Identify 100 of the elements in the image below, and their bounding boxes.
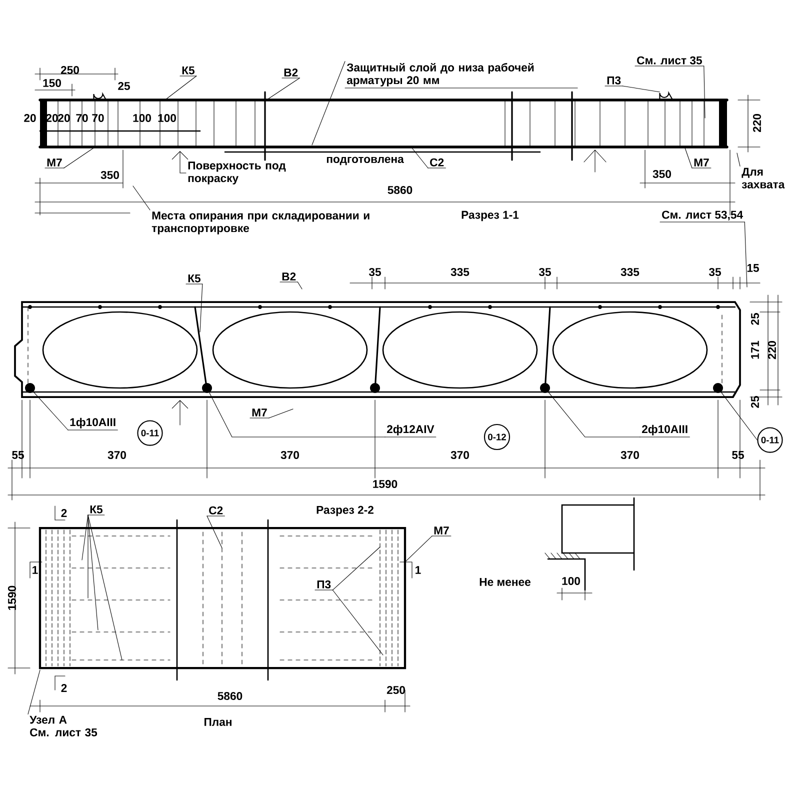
callout-label: К5 — [186, 274, 203, 284]
leader-line — [404, 536, 432, 562]
dimension-text: 1 — [416, 566, 421, 574]
dimension-text: 250 — [60, 66, 79, 74]
leader-line — [33, 392, 68, 430]
note-text: Поверхность под покраску — [188, 162, 286, 184]
callout-label: К5 — [88, 506, 105, 516]
rebar-dot — [202, 383, 212, 393]
callout-label: М7 — [432, 526, 452, 536]
dimension-text: 35 — [368, 268, 381, 276]
callout-label: В2 — [280, 272, 298, 282]
callout-label: М7 — [692, 158, 712, 168]
dimension-text: 35 — [538, 268, 551, 276]
leader-line — [88, 514, 98, 630]
leader-line — [684, 148, 692, 168]
dimension-text: 370 — [620, 451, 639, 460]
leader-line — [412, 148, 428, 168]
note-text: Узел А См. лист 35 — [30, 716, 98, 736]
dimension-text: 20 — [46, 114, 58, 122]
dimension-text: 100 — [133, 114, 151, 122]
dimension-text: 171 — [751, 340, 759, 359]
leader-line — [264, 78, 300, 102]
leader-line — [548, 392, 640, 438]
dimension-text: 55 — [12, 451, 24, 459]
dimension-text: 150 — [43, 79, 61, 87]
leader-line — [206, 516, 222, 548]
callout-label: М7 — [44, 158, 64, 168]
leader-line — [88, 514, 122, 660]
dimension-text: 70 — [76, 114, 88, 122]
dimension-text: 35 — [708, 268, 721, 276]
dimension-text: 5860 — [218, 692, 242, 700]
lifting-loop — [93, 93, 107, 101]
callout-label: П3 — [314, 580, 333, 590]
callout-label: 1ф10АIII — [68, 418, 118, 430]
leader-line — [28, 670, 40, 714]
rebar-dot — [370, 383, 380, 393]
leader-line — [164, 76, 197, 100]
dimension-text: 350 — [100, 171, 119, 180]
dimension-text: 220 — [753, 114, 762, 132]
dimension-text: 25 — [751, 396, 760, 408]
leader-line — [297, 282, 302, 290]
dimension-text: 220 — [768, 341, 776, 360]
note-text: Места опирания при складировании и транспортировке — [152, 212, 370, 234]
dimension-text: 335 — [450, 268, 470, 276]
leader-line — [64, 146, 96, 168]
dimension-text: 2 — [61, 509, 67, 517]
dimension-text: 15 — [747, 264, 759, 272]
dimension-text: подготовлена — [326, 156, 404, 166]
dimension-text: Разрез 2-2 — [316, 506, 374, 516]
dimension-text: Разрез 1-1 — [462, 210, 519, 222]
note-text: Для захвата — [742, 168, 785, 188]
callout-label: М7 — [250, 408, 270, 418]
dimension-text: 100 — [562, 577, 580, 586]
leader-line — [332, 590, 384, 656]
callout-label: Защитный слой до низа рабочей арматуры 20 мм — [344, 62, 578, 88]
dimension-text: 350 — [652, 170, 671, 178]
dimension-text: 20 — [24, 114, 36, 122]
callout-label: В2 — [282, 68, 300, 78]
rebar-dot — [713, 383, 723, 393]
dimension-text: 70 — [92, 114, 104, 122]
rebar-dot — [25, 383, 35, 393]
leader-line — [132, 186, 150, 210]
dimension-text: Не менее — [480, 578, 530, 586]
rebar-dot — [540, 383, 550, 393]
leader-line — [268, 408, 294, 418]
leader-line — [704, 66, 706, 118]
leader-line — [744, 222, 748, 288]
dimension-text: 25 — [751, 313, 760, 325]
callout-label: С2 — [428, 158, 446, 168]
callout-label: 2ф10АIII — [640, 424, 690, 438]
callout-label: См. лист 35 — [634, 56, 704, 66]
dimension-text: 55 — [732, 451, 744, 459]
dimension-text: 1 — [32, 566, 38, 574]
dimension-text: 250 — [386, 686, 405, 694]
lifting-loop — [659, 92, 673, 100]
dimension-text: 20 — [58, 114, 70, 122]
dimension-text: План — [204, 718, 232, 726]
leader-line — [172, 151, 188, 174]
callout-label: П3 — [604, 76, 623, 86]
callout-label: 2ф12АIV — [384, 424, 436, 438]
dimension-text: 100 — [158, 114, 176, 122]
dimension-text: 1590 — [373, 480, 398, 488]
leader-line — [332, 546, 380, 590]
callout-label: С2 — [206, 506, 225, 516]
leader-line — [736, 152, 740, 166]
leader-line — [720, 392, 758, 440]
dimension-text: 335 — [620, 268, 640, 276]
dimension-text: 2 — [61, 684, 67, 692]
leader-line — [200, 284, 203, 332]
dimension-text: 25 — [118, 82, 130, 90]
leader-line — [209, 392, 386, 438]
dimension-text: 5860 — [388, 186, 412, 194]
dimension-text: 370 — [450, 451, 469, 460]
callout-label: К5 — [180, 66, 197, 76]
dimension-text: 370 — [280, 451, 299, 460]
dimension-text: 370 — [108, 451, 126, 460]
callout-label: См. лист 53,54 — [660, 210, 745, 222]
leader-line — [622, 86, 660, 92]
leader-line — [312, 61, 346, 146]
dimension-text: 1590 — [8, 586, 16, 610]
